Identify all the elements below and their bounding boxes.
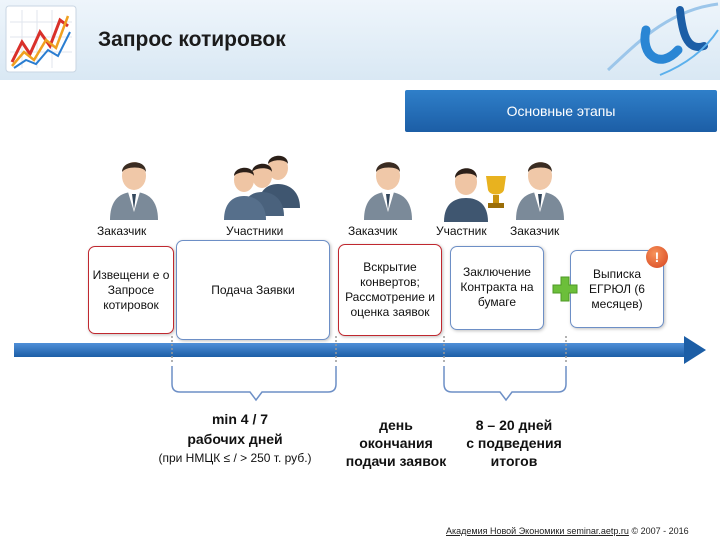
opening-stage-box: Вскрытие конвертов; Рассмотрение и оценк… — [338, 244, 442, 336]
contract-stage-box: Заключение Контракта на бумаге — [450, 246, 544, 330]
header-bar: Запрос котировок — [0, 0, 720, 80]
growth-chart-icon — [5, 5, 77, 73]
participants-group-icon — [224, 155, 300, 220]
range-label: 8 – 20 дней — [475, 417, 553, 433]
submit-stage-box: Подача Заявки — [176, 240, 330, 340]
apply-label: подачи заявок — [345, 453, 447, 469]
notice-stage-box: Извещени е о Запросе котировок — [88, 246, 174, 334]
brand-logo-icon — [606, 2, 719, 76]
footer-credit: Академия Новой Экономики seminar.aetp.ru… — [446, 526, 689, 536]
plus-icon — [552, 276, 578, 302]
winner-with-trophy-icon — [444, 168, 506, 222]
warning-badge: ! — [646, 246, 668, 268]
bracket-contract — [443, 366, 567, 402]
role-customer-label: Заказчик — [97, 224, 147, 238]
nmck-note-label: (при НМЦК ≤ / > 250 т. руб.) — [158, 451, 312, 465]
results-label: итогов — [490, 453, 538, 469]
work-days-label: рабочих дней — [187, 431, 283, 447]
from-label: с подведения — [466, 435, 562, 451]
end-label: окончания — [359, 435, 433, 451]
warning-icon: ! — [654, 249, 660, 265]
customer-person-icon — [516, 162, 564, 220]
footer-link[interactable]: Академия Новой Экономики seminar.aetp.ru — [446, 526, 629, 536]
bracket-submission — [171, 366, 337, 402]
role-customer-label: Заказчик — [348, 224, 398, 238]
customer-person-icon — [364, 162, 412, 220]
page-title: Запрос котировок — [98, 28, 286, 51]
day-label: день — [379, 417, 413, 433]
min-days-label: min 4 / 7 — [211, 411, 269, 427]
role-customer-label: Заказчик — [510, 224, 560, 238]
role-participants-label: Участники — [226, 224, 284, 238]
stages-header-button[interactable]: Основные этапы — [405, 90, 717, 132]
role-participant-label: Участник — [436, 224, 487, 238]
timeline-arrow — [14, 336, 706, 364]
footer-copyright: © 2007 - 2016 — [631, 526, 689, 536]
customer-person-icon — [110, 162, 158, 220]
